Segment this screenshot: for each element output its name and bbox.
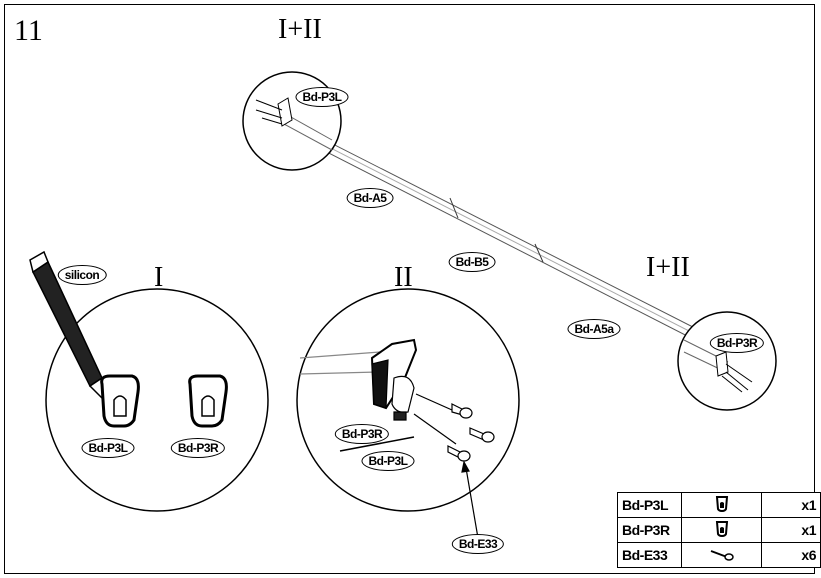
end-cap-left-icon (681, 492, 763, 518)
parts-row: Bd-P3L x1 (616, 492, 821, 518)
part-code: Bd-E33 (616, 542, 683, 568)
section-label-right: I+II (646, 252, 690, 283)
diagram-frame (4, 4, 815, 574)
section-label-detail-one: I (154, 262, 164, 293)
rail (261, 107, 743, 365)
callout-detail-two-lower: Bd-P3L (361, 451, 415, 471)
detail-circle-one (45, 288, 269, 512)
end-cap-right-icon (681, 517, 763, 543)
callout-right-end-cap: Bd-P3R (709, 333, 765, 353)
callout-rail-b5: Bd-B5 (448, 252, 496, 272)
part-code: Bd-P3R (616, 517, 683, 543)
part-qty: x1 (761, 492, 821, 518)
callout-screw: Bd-E33 (451, 534, 505, 554)
callout-detail-one-right: Bd-P3R (170, 438, 226, 458)
parts-table: Bd-P3L x1 Bd-P3R x1 Bd-E33 x6 (616, 492, 821, 568)
callout-detail-one-left: Bd-P3L (81, 438, 135, 458)
callout-rail-a5a: Bd-A5a (567, 319, 621, 339)
part-qty: x1 (761, 517, 821, 543)
callout-rail-a5: Bd-A5 (346, 188, 394, 208)
step-number: 11 (14, 14, 43, 47)
right-end-cap-detail (683, 339, 753, 393)
screw-leader (461, 460, 479, 539)
screw-icon (681, 542, 763, 568)
section-label-top: I+II (278, 14, 322, 45)
section-label-detail-two: II (394, 262, 413, 293)
callout-silicon: silicon (57, 265, 107, 285)
parts-row: Bd-P3R x1 (616, 517, 821, 543)
part-qty: x6 (761, 542, 821, 568)
detail-one-end-caps (100, 374, 228, 428)
callout-detail-two-upper: Bd-P3R (334, 424, 390, 444)
parts-row: Bd-E33 x6 (616, 542, 821, 568)
callout-top-end-cap: Bd-P3L (295, 87, 349, 107)
top-end-cap-detail (255, 97, 333, 151)
part-code: Bd-P3L (616, 492, 683, 518)
detail-two-end-cap (299, 338, 495, 462)
